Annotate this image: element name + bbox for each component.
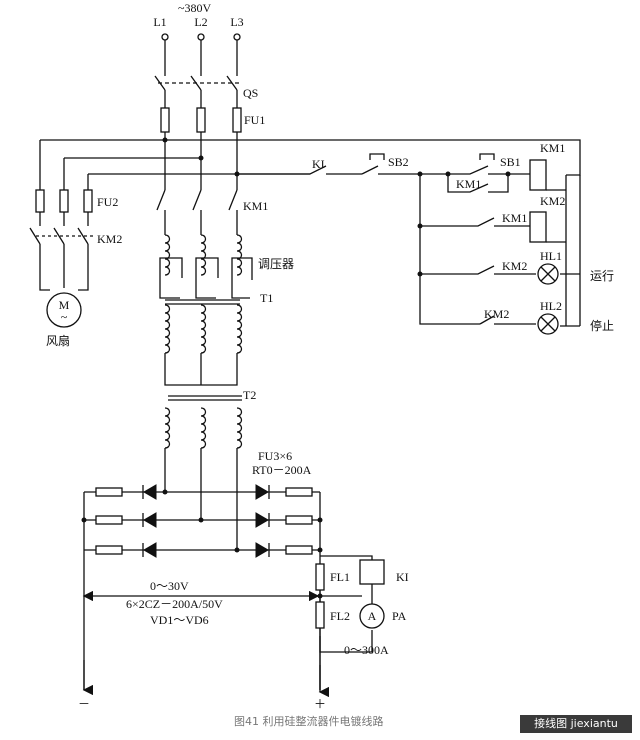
bridge-junction-right-3 xyxy=(317,547,323,553)
km1-coil xyxy=(529,159,547,191)
fan-label: 风扇 xyxy=(46,333,70,348)
qs-switch xyxy=(154,40,242,108)
phase-l3-label: L3 xyxy=(230,15,243,29)
t2-label: T2 xyxy=(243,388,256,402)
hl2-label: HL2 xyxy=(540,299,562,313)
hl2-lamp-cross xyxy=(540,316,556,332)
positive-terminal-label: ＋ xyxy=(314,697,326,711)
km2-fan-contacts xyxy=(29,212,96,291)
t2-transformer xyxy=(164,395,243,550)
terminal-l3 xyxy=(233,33,241,41)
figure-caption: 图41 利用硅整流器件电镀线路 xyxy=(234,714,384,728)
fu3-spec-label: RT0－200A xyxy=(252,463,312,477)
output-wiring xyxy=(82,555,385,690)
diode-spec-label: 6×2CZ－200A/50V xyxy=(126,597,223,611)
bridge-junction-1 xyxy=(162,489,168,495)
control-return-wiring xyxy=(546,175,581,326)
fu3-label: FU3×6 xyxy=(258,449,292,463)
junction-l1 xyxy=(162,137,168,143)
pa-label: PA xyxy=(392,609,407,623)
control-junction-2 xyxy=(417,223,423,229)
run-label: 运行 xyxy=(590,269,614,283)
km1-main-label: KM1 xyxy=(243,199,268,213)
output-junction xyxy=(317,593,323,599)
ammeter-range-label: 0～300A xyxy=(344,643,389,657)
km1-main-contacts xyxy=(156,189,238,235)
diodes-vd1-vd6 xyxy=(142,484,270,558)
control-wiring xyxy=(237,153,580,327)
junction-l2 xyxy=(198,155,204,161)
ki-relay-label: KI xyxy=(396,570,409,584)
bridge-junction-right-2 xyxy=(317,517,323,523)
sb1-label: SB1 xyxy=(500,155,521,169)
t1-transformer xyxy=(164,304,243,386)
control-junction-4 xyxy=(445,171,451,177)
sb2-label: SB2 xyxy=(388,155,409,169)
ammeter-symbol: A xyxy=(368,609,377,623)
hl1-label: HL1 xyxy=(540,249,562,263)
negative-terminal-label: － xyxy=(78,697,90,711)
fan-motor xyxy=(46,292,82,328)
output-voltage-label: 0～30V xyxy=(150,579,189,593)
fu2-fuses xyxy=(35,189,93,213)
km1-coil-label: KM1 xyxy=(540,141,565,155)
hl1-lamp-cross xyxy=(540,266,556,282)
bridge-junction-left-2 xyxy=(81,517,87,523)
fu2-label: FU2 xyxy=(97,195,118,209)
t1-label: T1 xyxy=(260,291,273,305)
fu1-label: FU1 xyxy=(244,113,265,127)
km2-fan-label: KM2 xyxy=(97,232,122,246)
watermark-logo: 接线图 jiexiantu xyxy=(520,715,632,733)
fan-motor-ac-symbol: ~ xyxy=(61,310,68,324)
terminal-l1 xyxy=(161,33,169,41)
stop-label: 停止 xyxy=(590,318,614,333)
km2-coil xyxy=(529,211,547,243)
ammeter xyxy=(359,603,385,629)
fl1-label: FL1 xyxy=(330,570,350,584)
control-junction-3 xyxy=(417,271,423,277)
terminal-l2 xyxy=(197,33,205,41)
bridge-junction-3 xyxy=(234,547,240,553)
phase-l1-label: L1 xyxy=(153,15,166,29)
phase-l2-label: L2 xyxy=(194,15,207,29)
fl2-label: FL2 xyxy=(330,609,350,623)
phase-bus-lines xyxy=(164,132,238,190)
km2-coil-label: KM2 xyxy=(540,194,565,208)
voltage-regulator xyxy=(159,234,253,305)
control-junction-1 xyxy=(417,171,423,177)
supply-voltage-label: ~380V xyxy=(178,1,211,15)
km1-aux-label: KM1 xyxy=(456,177,481,191)
control-junction-5 xyxy=(505,171,511,177)
fu1-fuses xyxy=(160,107,242,133)
fu3-fuses xyxy=(95,487,313,555)
fan-motor-symbol: M xyxy=(59,298,70,312)
km2-run-contact-label: KM2 xyxy=(502,259,527,273)
diodes-label: VD1～VD6 xyxy=(150,613,209,627)
regulator-label: 调压器 xyxy=(258,257,294,271)
ki-contact-label: KI xyxy=(312,157,325,171)
km2-stop-contact-label: KM2 xyxy=(484,307,509,321)
bridge-junction-2 xyxy=(198,517,204,523)
qs-label: QS xyxy=(243,86,258,100)
km1-contact-label: KM1 xyxy=(502,211,527,225)
branch-wiring xyxy=(39,139,581,190)
